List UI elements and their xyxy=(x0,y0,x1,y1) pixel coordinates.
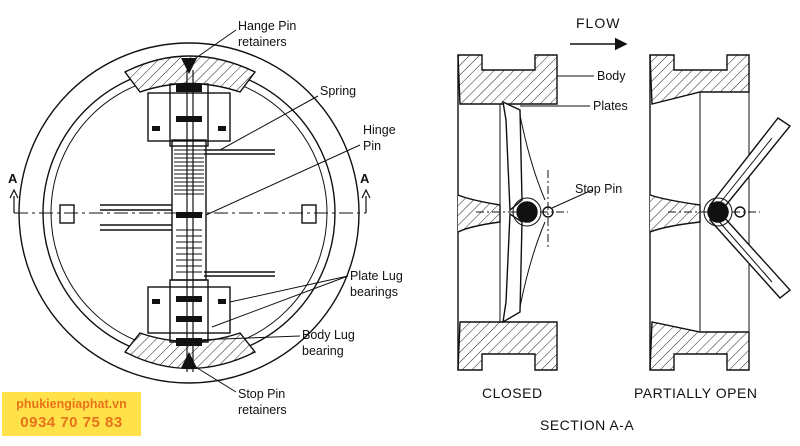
watermark-website: phukiengiaphat.vn xyxy=(16,397,127,411)
bearing-blocks xyxy=(152,84,226,346)
hinge-housing xyxy=(171,139,207,281)
open-hub xyxy=(649,194,701,233)
caption-section: SECTION A-A xyxy=(540,417,634,433)
side-lug-right xyxy=(301,204,317,224)
label-body: Body xyxy=(597,69,626,83)
label-hange-retainers: retainers xyxy=(238,35,287,49)
closed-plate-bottom xyxy=(502,212,523,324)
section-mark-right: A xyxy=(360,171,370,186)
label-hinge: Hinge xyxy=(363,123,396,137)
section-closed xyxy=(457,54,568,371)
caption-closed: CLOSED xyxy=(482,385,543,401)
bottom-boss xyxy=(123,332,257,370)
closed-body-top xyxy=(457,54,558,105)
caption-partially-open: PARTIALLY OPEN xyxy=(634,385,757,401)
spring-coils-lower xyxy=(176,229,202,273)
spring-coils-upper xyxy=(174,149,204,195)
label-body-lug: Body Lug xyxy=(302,328,355,342)
section-open xyxy=(649,54,792,371)
open-body-top xyxy=(649,54,750,105)
label-plates: Plates xyxy=(593,99,628,113)
bottom-lug-block xyxy=(147,286,231,334)
open-plate-top xyxy=(708,117,792,211)
bottom-retainer-icon xyxy=(181,352,197,368)
section-mark-left: A xyxy=(8,171,18,186)
label-body-bearing: bearing xyxy=(302,344,344,358)
label-stop-pin-retainers: retainers xyxy=(238,403,287,417)
closed-plate-top xyxy=(502,100,523,212)
label-hinge-pin: Pin xyxy=(363,139,381,153)
label-stop-pin: Stop Pin xyxy=(575,182,622,196)
front-leaders xyxy=(192,29,361,393)
side-lug-left xyxy=(59,204,75,224)
open-body-bottom xyxy=(649,321,750,371)
label-plate-lug: Plate Lug xyxy=(350,269,403,283)
watermark-phone: 0934 70 75 83 xyxy=(20,414,123,431)
label-plate-bearings: bearings xyxy=(350,285,398,299)
label-hange-pin: Hange Pin xyxy=(238,19,296,33)
top-boss xyxy=(123,55,257,93)
watermark-badge: phukiengiaphat.vn 0934 70 75 83 xyxy=(2,392,141,436)
label-flow: FLOW xyxy=(576,15,620,31)
closed-hub xyxy=(457,194,501,233)
front-view xyxy=(9,42,371,384)
label-spring: Spring xyxy=(320,84,356,98)
section-leaders xyxy=(520,75,594,209)
label-stop-pin-ret: Stop Pin xyxy=(238,387,285,401)
top-retainer-icon xyxy=(181,58,197,74)
closed-body-bottom xyxy=(457,321,558,371)
top-lug-block xyxy=(147,92,231,142)
